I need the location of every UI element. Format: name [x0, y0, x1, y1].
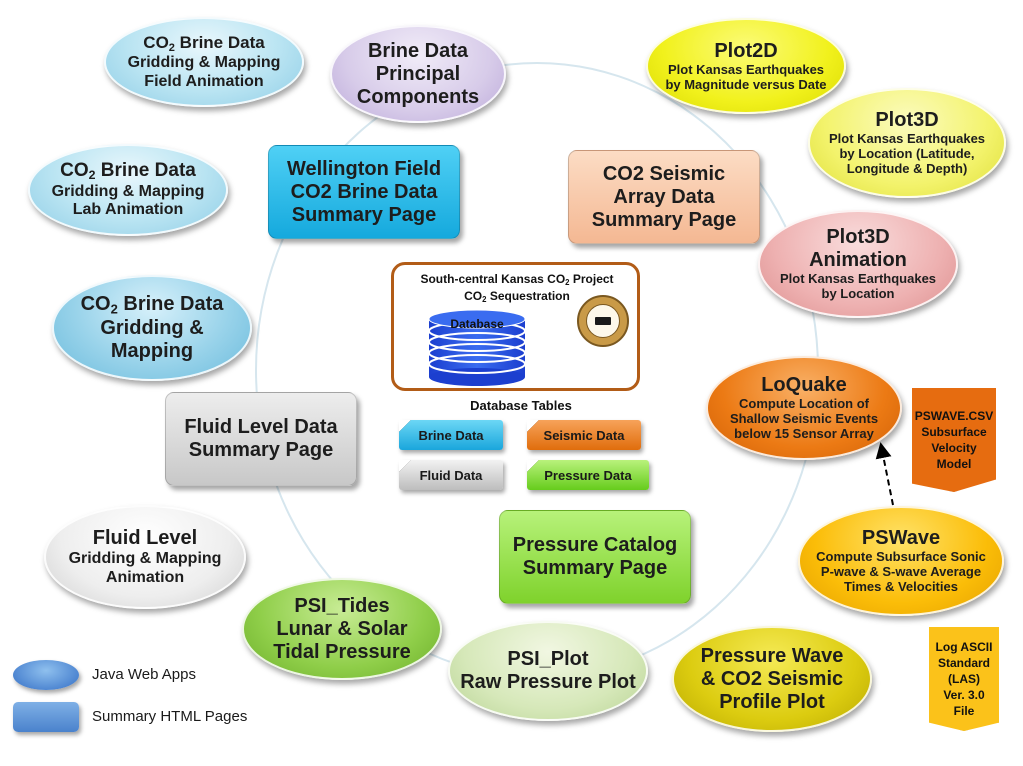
node-line: Gridding & [100, 317, 204, 340]
doc-line: Ver. 3.0 [943, 688, 985, 703]
las-file[interactable]: Log ASCII Standard (LAS) Ver. 3.0 File [929, 627, 999, 731]
node-title: CO2 Brine Data [143, 32, 265, 54]
node-line: Pressure Catalog [512, 534, 678, 556]
node-line: Shallow Seismic Events [729, 411, 879, 427]
plot3d-animation-node[interactable]: Plot3D Animation Plot Kansas Earthquakes… [758, 210, 958, 318]
node-title: LoQuake [761, 374, 847, 397]
legend-rect-icon [13, 702, 79, 732]
plot2d-node[interactable]: Plot2D Plot Kansas Earthquakes by Magnit… [646, 18, 846, 114]
node-line: Array Data [613, 185, 715, 208]
node-line: Gridding & Mapping [127, 54, 281, 72]
node-line: Raw Pressure Plot [460, 671, 636, 693]
table-seismic-data[interactable]: Seismic Data [527, 420, 641, 450]
node-line: PSI_Tides [294, 594, 390, 617]
node-line: Fluid Level Data [184, 416, 338, 438]
node-title: CO2 Brine Data [80, 292, 224, 317]
hub-title: South-central Kansas CO2 Project CO2 Seq… [420, 272, 614, 305]
node-line: & CO2 Seismic [700, 667, 844, 690]
legend-java-label: Java Web Apps [92, 666, 196, 683]
doc-line: Velocity [931, 441, 977, 455]
node-line: Profile Plot [719, 690, 825, 713]
co2-brine-lab-animation-node[interactable]: CO2 Brine Data Gridding & Mapping Lab An… [28, 144, 228, 236]
node-line: Plot3D [826, 226, 890, 249]
doc-line: Subsurface [921, 424, 987, 439]
pswave-csv-file[interactable]: PSWAVE.CSV Subsurface Velocity Model [912, 388, 996, 492]
node-line: below 15 Sensor Array [734, 425, 874, 441]
node-title: PSWave [861, 527, 941, 550]
node-line: Field Animation [144, 72, 264, 90]
node-line: Times & Velocities [844, 578, 958, 594]
plot3d-node[interactable]: Plot3D Plot Kansas Earthquakes by Locati… [808, 88, 1006, 198]
node-line: Summary Page [188, 439, 334, 461]
node-title: Plot2D [714, 39, 778, 62]
node-line: Animation [809, 249, 907, 272]
node-line: PSI_Plot [507, 648, 589, 670]
doc-line: Log ASCII [935, 639, 993, 654]
node-line: P-wave & S-wave Average [820, 564, 982, 580]
node-line: Mapping [110, 340, 194, 363]
table-fluid-data[interactable]: Fluid Data [399, 460, 503, 490]
pressure-wave-node[interactable]: Pressure Wave & CO2 Seismic Profile Plot [672, 626, 872, 732]
node-line: CO2 Brine Data [290, 180, 438, 203]
psi-tides-node[interactable]: PSI_Tides Lunar & Solar Tidal Pressure [242, 578, 442, 680]
node-line: Lunar & Solar [276, 617, 408, 640]
node-line: by Location (Latitude, [839, 146, 975, 162]
co2-brine-gridding-node[interactable]: CO2 Brine Data Gridding & Mapping [52, 275, 252, 381]
doc-line: File [953, 704, 975, 719]
table-pressure-data[interactable]: Pressure Data [527, 460, 649, 490]
doc-line: (LAS) [948, 671, 980, 686]
fluid-level-animation-node[interactable]: Fluid Level Gridding & Mapping Animation [44, 505, 246, 609]
node-line: Brine Data [367, 39, 469, 62]
node-line: Plot Kansas Earthquakes [667, 61, 825, 77]
node-line: Summary Page [522, 557, 668, 579]
table-brine-data[interactable]: Brine Data [399, 420, 503, 450]
node-line: Animation [105, 568, 185, 586]
node-line: Pressure Wave [700, 644, 844, 667]
legend-summary-label: Summary HTML Pages [92, 708, 248, 725]
node-title: CO2 Brine Data [60, 160, 196, 183]
node-line: Plot Kansas Earthquakes [828, 131, 986, 147]
node-line: Gridding & Mapping [51, 182, 205, 200]
node-line: Components [356, 85, 480, 108]
brine-principal-components-node[interactable]: Brine Data Principal Components [330, 25, 506, 123]
node-line: by Magnitude versus Date [665, 76, 827, 92]
doc-line: PSWAVE.CSV [914, 408, 994, 423]
node-line: Compute Subsurface Sonic [816, 549, 986, 565]
doc-line: Model [936, 457, 972, 472]
database-label: Database [450, 317, 504, 331]
project-database-hub: South-central Kansas CO2 Project CO2 Seq… [391, 262, 640, 391]
node-line: Gridding & Mapping [68, 550, 222, 568]
co2-brine-field-animation-node[interactable]: CO2 Brine Data Gridding & Mapping Field … [104, 17, 304, 107]
fluid-level-summary-page[interactable]: Fluid Level Data Summary Page [165, 392, 357, 486]
node-title: Plot3D [875, 109, 939, 132]
node-line: Plot Kansas Earthquakes [779, 271, 937, 287]
tables-heading: Database Tables [470, 398, 572, 413]
node-line: Lab Animation [72, 201, 184, 219]
node-line: by Location [821, 286, 895, 301]
pressure-catalog-summary-page[interactable]: Pressure Catalog Summary Page [499, 510, 691, 604]
co2-seismic-summary-page[interactable]: CO2 Seismic Array Data Summary Page [568, 150, 760, 244]
doc-line: Standard [937, 655, 990, 670]
node-line: Tidal Pressure [273, 640, 411, 663]
node-line: Longitude & Depth) [846, 160, 968, 176]
legend-oval-icon [13, 660, 79, 690]
node-line: Fluid Level [92, 527, 198, 550]
node-line: Wellington Field [286, 157, 442, 180]
psi-plot-node[interactable]: PSI_Plot Raw Pressure Plot [448, 621, 648, 721]
database-cylinder-icon [428, 309, 526, 386]
node-line: Principal [375, 62, 461, 85]
node-line: Summary Page [291, 203, 437, 226]
wellington-summary-page[interactable]: Wellington Field CO2 Brine Data Summary … [268, 145, 460, 239]
node-line: CO2 Seismic [602, 162, 726, 185]
pswave-node[interactable]: PSWave Compute Subsurface Sonic P-wave &… [798, 506, 1004, 616]
node-line: Compute Location of [739, 396, 869, 412]
kgs-seal-logo [577, 295, 629, 347]
loquake-node[interactable]: LoQuake Compute Location of Shallow Seis… [706, 356, 902, 460]
node-line: Summary Page [591, 208, 737, 231]
